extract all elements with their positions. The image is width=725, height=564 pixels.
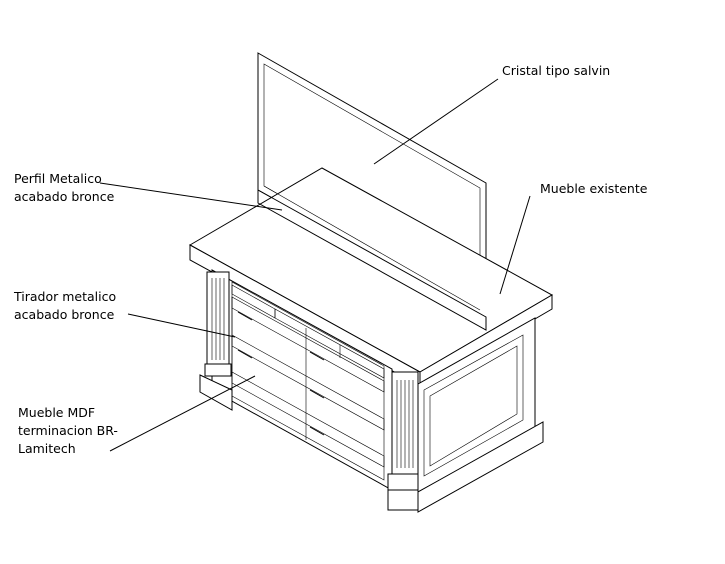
label-mdf-line1: Mueble MDF [18,405,96,420]
label-handle-line1: Tirador metalico [14,289,117,304]
label-existing-text: Mueble existente [540,181,648,196]
leader-lines [99,78,531,452]
label-glass-text: Cristal tipo salvin [502,63,611,78]
countertop [188,167,554,387]
label-handle: Tirador metalico acabado bronce [14,288,116,324]
label-mdf-line2: terminacion BR- [18,423,118,438]
label-mdf: Mueble MDF terminacion BR- Lamitech [18,404,118,458]
right-pilaster [391,371,419,475]
label-handle-line2: acabado bronce [14,307,115,322]
left-pilaster [204,271,232,377]
label-profile-line1: Perfil Metalico [14,171,102,186]
label-existing: Mueble existente [540,180,647,198]
label-glass: Cristal tipo salvin [502,62,610,80]
label-profile-line2: acabado bronce [14,189,115,204]
cabinet-base [199,374,544,513]
label-profile: Perfil Metalico acabado bronce [14,170,114,206]
label-mdf-line3: Lamitech [18,441,76,456]
